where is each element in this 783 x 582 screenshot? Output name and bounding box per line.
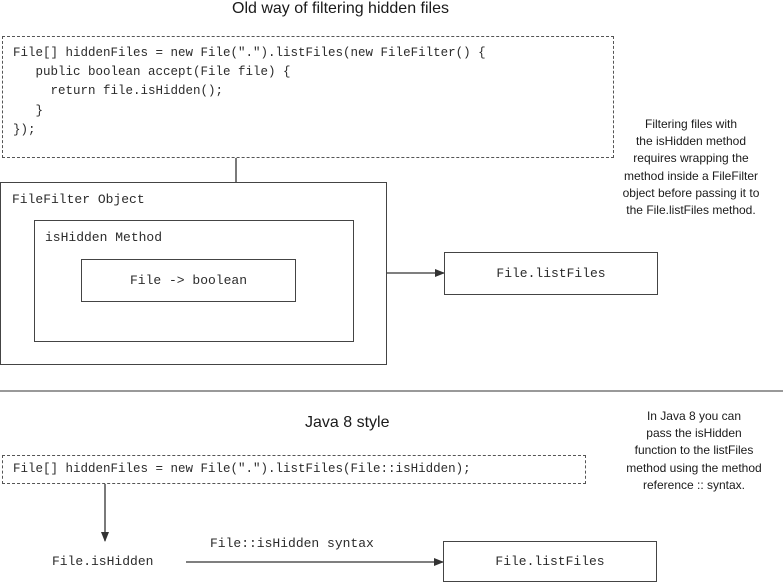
old-code-line: File[] hiddenFiles = new File(".").listF… — [13, 46, 486, 60]
lambda-signature-box: File -> boolean — [81, 259, 296, 302]
old-code-block: File[] hiddenFiles = new File(".").listF… — [2, 36, 614, 158]
old-code-line: public boolean accept(File file) { — [13, 65, 291, 79]
note-line: the File.listFiles method. — [626, 203, 756, 218]
java8-note: In Java 8 you can pass the isHidden func… — [606, 408, 782, 494]
note-line: In Java 8 you can — [646, 409, 742, 423]
java8-title: Java 8 style — [305, 414, 390, 431]
old-listfiles-box: File.listFiles — [444, 252, 658, 295]
filefilter-object-label: FileFilter Object — [12, 192, 145, 207]
note-line: pass the isHidden — [646, 426, 742, 441]
note-line: object before passing it to — [622, 185, 760, 200]
note-line: reference :: syntax. — [642, 477, 746, 492]
java8-listfiles-label: File.listFiles — [495, 554, 605, 569]
note-line: method using the method — [626, 460, 762, 475]
note-line: method inside a FileFilter — [623, 168, 759, 183]
java8-code-block: File[] hiddenFiles = new File(".").listF… — [2, 455, 586, 484]
old-way-title: Old way of filtering hidden files — [232, 0, 449, 17]
old-code-line: }); — [13, 123, 36, 137]
old-listfiles-label: File.listFiles — [496, 266, 606, 281]
old-way-note: Filtering files with the isHidden method… — [603, 116, 779, 219]
method-reference-syntax-label: File::isHidden syntax — [210, 536, 374, 551]
lambda-signature-label: File -> boolean — [129, 273, 248, 288]
java8-code-line: File[] hiddenFiles = new File(".").listF… — [13, 462, 471, 476]
note-line: function to the listFiles — [634, 443, 754, 458]
java8-listfiles-box: File.listFiles — [443, 541, 657, 582]
ishidden-method-label: isHidden Method — [45, 230, 163, 245]
old-code-line: return file.isHidden(); — [13, 84, 224, 98]
old-code-line: } — [13, 104, 44, 118]
note-line: the isHidden method — [635, 134, 747, 149]
file-ishidden-text: File.isHidden — [52, 554, 154, 569]
note-line: Filtering files with — [644, 117, 738, 131]
note-line: requires wrapping the — [633, 151, 749, 166]
